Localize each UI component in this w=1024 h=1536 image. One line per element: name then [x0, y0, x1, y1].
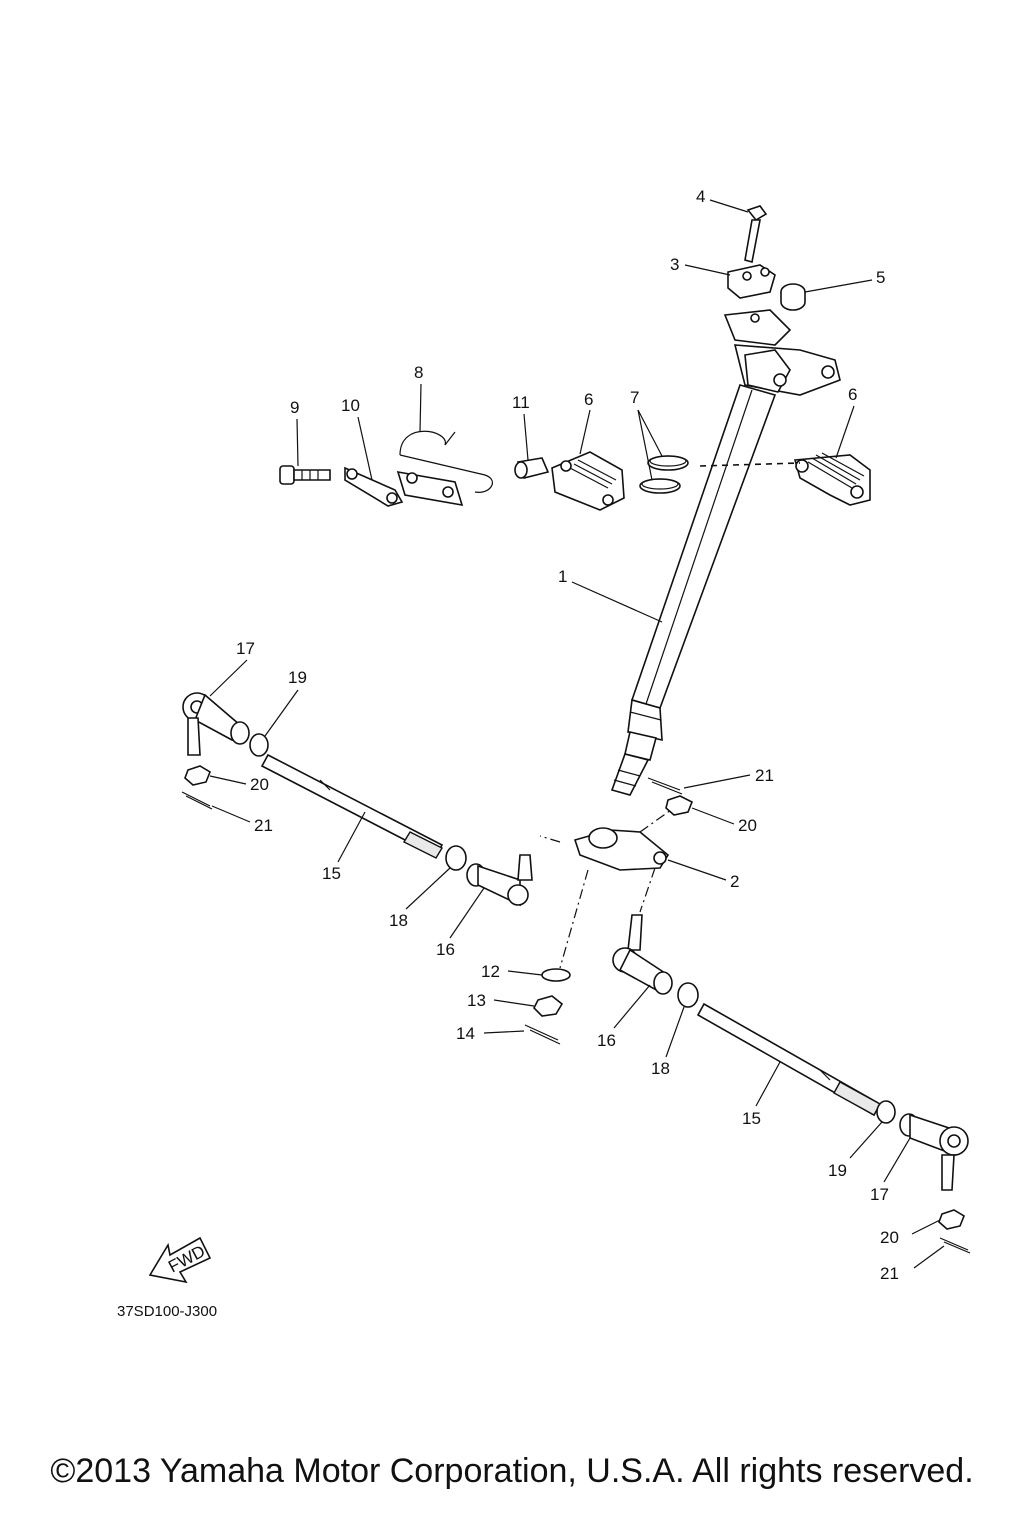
callout-15b: 15: [742, 1109, 761, 1128]
axis-line-20: [639, 804, 679, 833]
callout-11: 11: [512, 393, 530, 412]
callout-20a: 20: [250, 775, 269, 794]
clip-part8: [396, 430, 493, 507]
callout-16b: 16: [597, 1031, 616, 1050]
oil-seals: [639, 455, 689, 494]
callout-17a: 17: [236, 639, 255, 658]
cotter-pin-part21-center: [647, 777, 683, 795]
callout-5: 5: [876, 268, 885, 287]
tie-rod-end-left-outer: [182, 692, 269, 757]
callout-20b: 20: [738, 816, 757, 835]
axis-line-16: [639, 867, 656, 913]
callout-1: 1: [558, 567, 567, 586]
callout-20c: 20: [880, 1228, 899, 1247]
pitman-arm: [573, 827, 670, 871]
callout-4: 4: [696, 187, 705, 206]
handlebar-holder: [727, 264, 776, 299]
callout-21b: 21: [755, 766, 774, 785]
callout-21c: 21: [880, 1264, 899, 1283]
callout-19a: 19: [288, 668, 307, 687]
callout-13: 13: [467, 991, 486, 1010]
shaft-holder-right: [793, 452, 871, 506]
callout-17b: 17: [870, 1185, 889, 1204]
callout-18a: 18: [389, 911, 408, 930]
callout-7: 7: [630, 388, 639, 407]
alignment-line-7: [699, 462, 801, 467]
tie-rod-right: [696, 1002, 882, 1117]
callout-15a: 15: [322, 864, 341, 883]
axis-line-pitman: [539, 835, 561, 843]
nut-part13: [533, 995, 564, 1017]
callout-3: 3: [670, 255, 679, 274]
nut-part19-right: [876, 1100, 896, 1124]
washer-part12: [541, 968, 571, 982]
callouts: 1 2 3 4 5 6 6 7 8 9 10 11 12 13 14 15 15…: [209, 187, 945, 1283]
nut-part18-right: [677, 982, 699, 1008]
cotter-pin-part14: [524, 1024, 561, 1045]
callout-2: 2: [730, 872, 739, 891]
collar-part11: [514, 457, 550, 479]
diagram-code: 37SD100-J300: [117, 1303, 217, 1320]
nut-part20-left: [184, 765, 211, 786]
nut-part18-left: [445, 845, 467, 871]
callout-19b: 19: [828, 1161, 847, 1180]
steering-shaft: [610, 309, 841, 796]
bolt-part4: [744, 205, 768, 264]
fwd-arrow: FWD: [148, 1236, 212, 1284]
shaft-holder-left: [551, 451, 625, 511]
nut-part20-center: [665, 795, 694, 816]
tie-rod-end-right-inner: [612, 914, 673, 995]
cotter-pin-part21-right: [939, 1237, 971, 1254]
callout-6b: 6: [848, 385, 857, 404]
collar-part5: [780, 283, 806, 311]
tie-rod-left: [260, 753, 444, 859]
callout-21a: 21: [254, 816, 273, 835]
nut-part20-right: [938, 1209, 965, 1230]
copyright-notice: ©2013 Yamaha Motor Corporation, U.S.A. A…: [50, 1452, 974, 1490]
axis-line-12: [559, 869, 589, 969]
callout-14: 14: [456, 1024, 475, 1043]
callout-9: 9: [290, 398, 299, 417]
callout-10: 10: [341, 396, 360, 415]
callout-16a: 16: [436, 940, 455, 959]
lock-washer-part10: [344, 466, 404, 507]
tie-rod-end-left-inner: [466, 854, 533, 907]
cotter-pin-part21-left: [181, 791, 213, 810]
callout-18b: 18: [651, 1059, 670, 1078]
callout-6a: 6: [584, 390, 593, 409]
tie-rod-end-right-outer: [899, 1113, 969, 1191]
bolt-part9: [279, 465, 331, 485]
callout-8: 8: [414, 363, 423, 382]
callout-12: 12: [481, 962, 500, 981]
